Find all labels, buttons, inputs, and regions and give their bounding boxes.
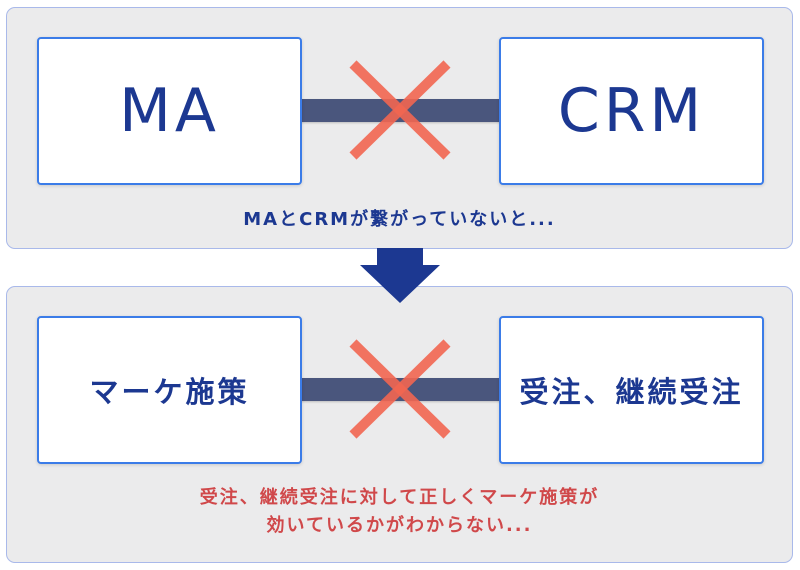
bottom-caption-line-1: 受注、継続受注に対して正しくマーケ施策が	[199, 487, 600, 508]
crm-label: CRM	[557, 76, 706, 146]
cross-icon	[349, 60, 451, 160]
orders-label: 受注、継続受注	[519, 375, 744, 409]
ma-label: MA	[119, 76, 220, 146]
cross-stroke-b	[349, 339, 451, 439]
orders-box: 受注、継続受注	[499, 316, 764, 464]
bottom-caption-line-2: 効いているかがわからない...	[266, 515, 533, 536]
cross-stroke-b	[349, 60, 451, 160]
marketing-measures-box: マーケ施策	[37, 316, 302, 464]
ma-box: MA	[37, 37, 302, 185]
down-arrow-icon	[360, 248, 440, 303]
marketing-measures-label: マーケ施策	[89, 375, 250, 409]
top-caption: MAとCRMが繋がっていないと...	[243, 209, 556, 230]
cross-icon	[349, 339, 451, 439]
down-arrow-shape	[360, 248, 440, 303]
crm-box: CRM	[499, 37, 764, 185]
bottom-caption: 受注、継続受注に対して正しくマーケ施策が 効いているかがわからない...	[6, 484, 793, 540]
